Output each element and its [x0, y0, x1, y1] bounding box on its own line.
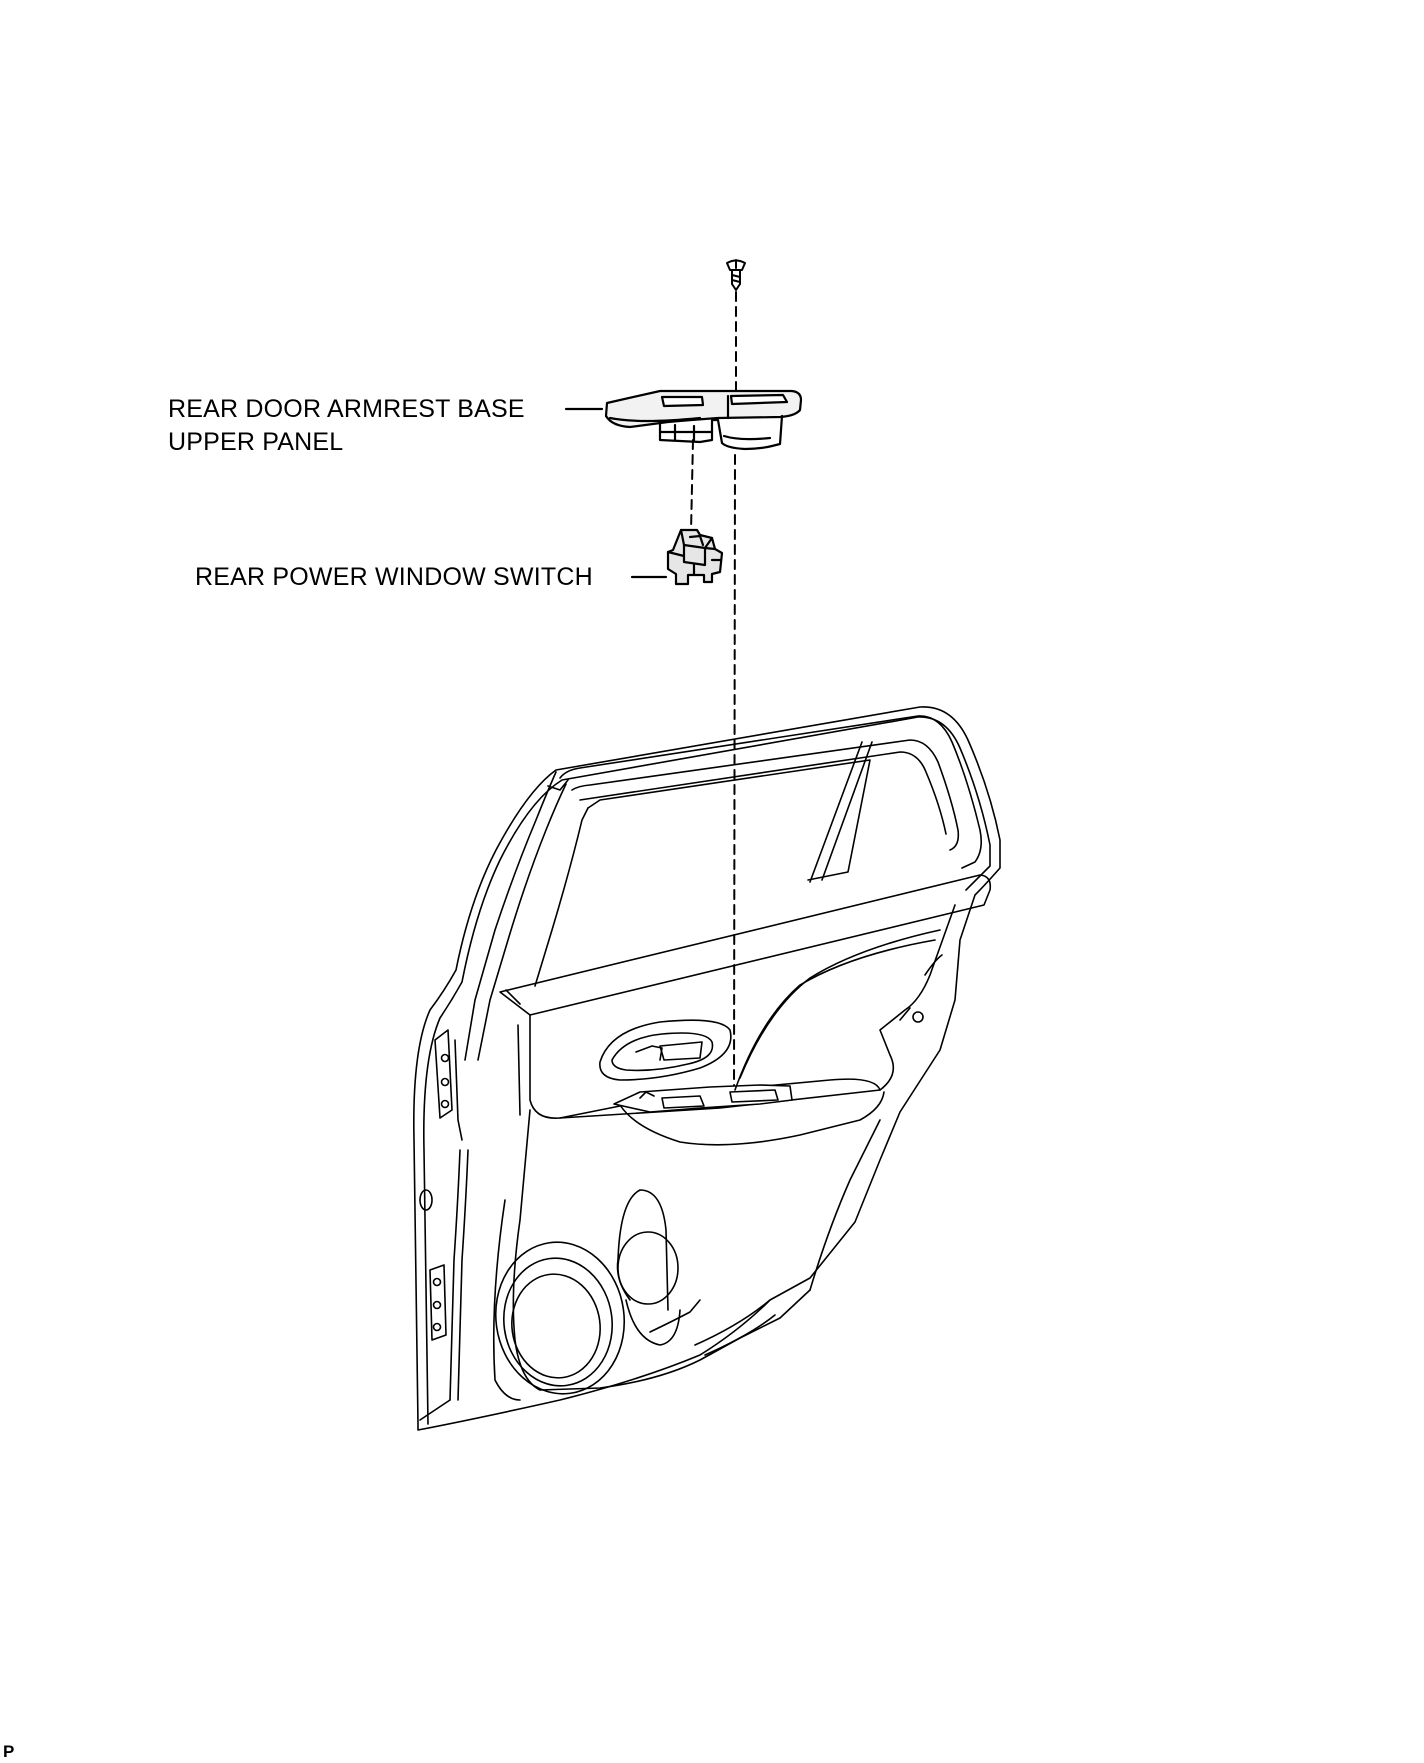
corner-mark: P: [3, 1742, 15, 1761]
screw: [726, 259, 746, 291]
rear-power-window-switch-part: [666, 528, 724, 586]
rear-door-assembly: [413, 706, 1001, 1431]
label-armrest-base-upper-panel-line2: UPPER PANEL: [168, 428, 344, 456]
label-rear-power-window-switch: REAR POWER WINDOW SWITCH: [195, 563, 593, 591]
assembly-guide-lines: [690, 291, 737, 1089]
armrest-base-upper-panel: [604, 389, 803, 451]
label-armrest-base-upper-panel-line1: REAR DOOR ARMREST BASE: [168, 395, 525, 423]
